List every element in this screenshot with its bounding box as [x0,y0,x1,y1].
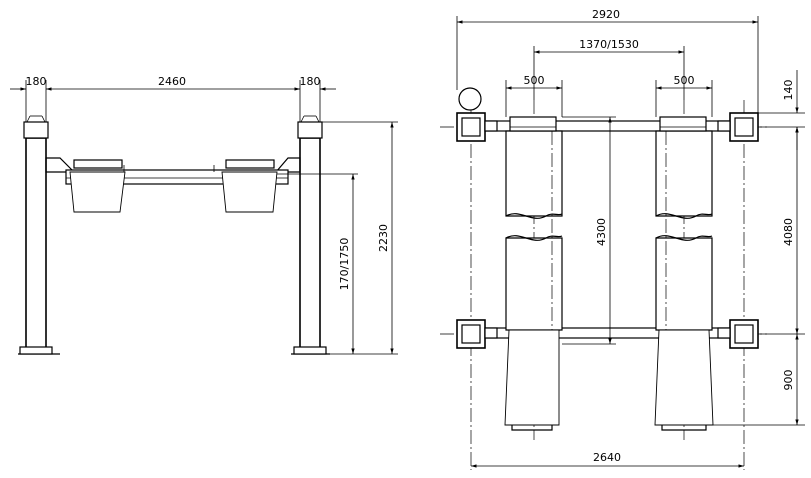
top-view: 2920 1370/1530 500 500 140 4300 4080 [440,8,805,470]
post-bottom-right [717,319,759,349]
front-view: 180 2460 180 170/1750 2230 [10,75,398,355]
dim-top-offset: 140 [782,80,795,101]
dim-post-spacing-long: 4080 [782,218,795,246]
right-runway-top [654,116,714,431]
post-top-left [456,87,498,142]
dim-inner-width: 2460 [158,75,186,88]
dim-post-width-right: 180 [300,75,321,88]
dim-post-width-left: 180 [26,75,47,88]
left-runway [69,159,126,213]
post-top-right [717,112,759,142]
left-runway-top [504,116,563,431]
dim-total-height: 2230 [377,224,390,252]
dim-runway-height: 170/1750 [338,238,351,291]
dim-runway-width-left: 500 [524,74,545,87]
dim-ramp-length: 900 [782,370,795,391]
dim-runway-width-right: 500 [674,74,695,87]
dim-outer-width: 2920 [592,8,620,21]
post-bottom-left [456,319,498,349]
right-post [274,115,327,355]
left-post [19,115,76,355]
dim-runway-length: 4300 [595,218,608,246]
dim-wheel-track: 1370/1530 [579,38,639,51]
dim-base-width: 2640 [593,451,621,464]
right-runway [221,159,278,213]
